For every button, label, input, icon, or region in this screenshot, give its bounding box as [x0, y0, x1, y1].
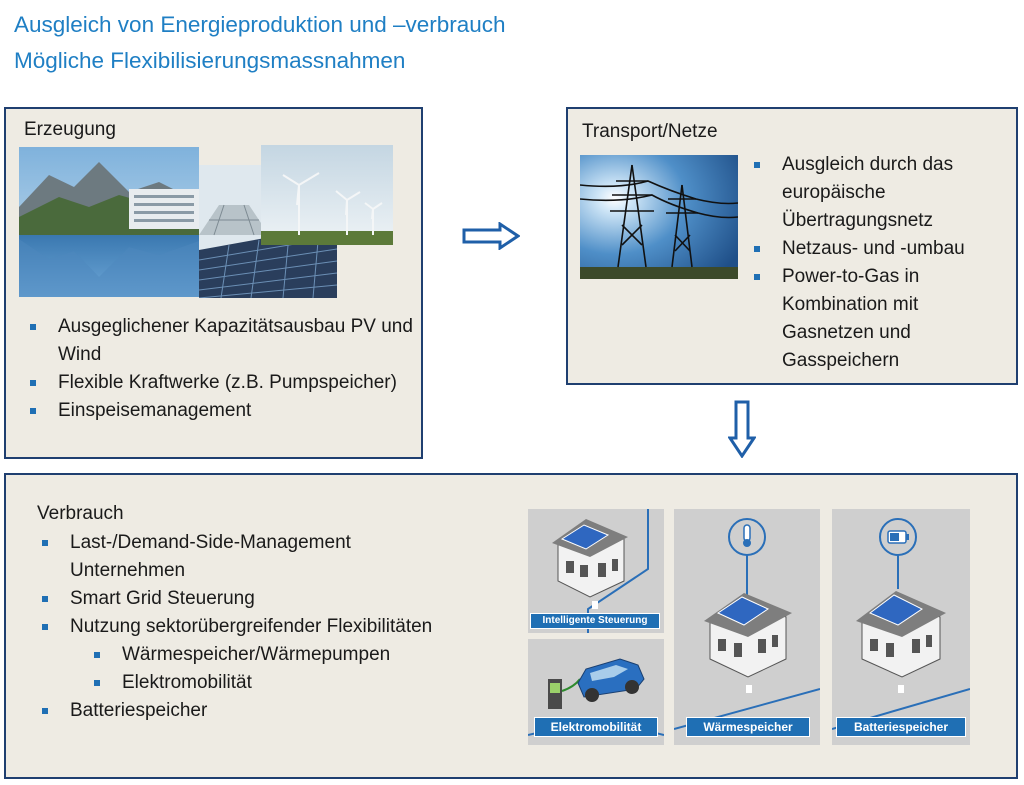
- tile-label: Wärmespeicher: [686, 717, 810, 737]
- transport-heading: Transport/Netze: [582, 121, 718, 142]
- smart-control-tile: Intelligente Steuerung: [528, 509, 664, 633]
- list-item: Netzaus- und -umbau: [748, 235, 1014, 263]
- list-item: Smart Grid Steuerung: [36, 585, 516, 613]
- verbrauch-panel: Verbrauch Last-/Demand-Side-Management U…: [4, 473, 1018, 779]
- list-item: Batteriespeicher: [36, 697, 516, 725]
- wind-turbine-photo: [261, 145, 393, 245]
- list-item: Einspeisemanagement: [24, 397, 419, 425]
- title-line-2: Mögliche Flexibilisierungsmassnahmen: [14, 48, 406, 73]
- list-item: Flexible Kraftwerke (z.B. Pumpspeicher): [24, 369, 419, 397]
- hydro-power-photo: [19, 147, 199, 297]
- thermometer-icon: [743, 524, 751, 547]
- transport-list: Ausgleich durch das europäische Übertrag…: [748, 151, 1014, 375]
- verbrauch-heading: Verbrauch: [37, 503, 124, 524]
- list-item: Ausgeglichener Kapazitätsausbau PV und W…: [24, 313, 419, 369]
- verbrauch-list: Last-/Demand-Side-Management Unternehmen…: [36, 529, 516, 725]
- power-line-photo: [580, 155, 738, 279]
- battery-storage-tile: Batteriespeicher: [832, 509, 970, 745]
- tile-label: Intelligente Steuerung: [530, 613, 660, 629]
- heat-storage-tile: Wärmespeicher: [674, 509, 820, 745]
- e-mobility-tile: Elektromobilität: [528, 639, 664, 745]
- list-item: Last-/Demand-Side-Management Unternehmen: [36, 529, 450, 585]
- tile-label: Elektromobilität: [534, 717, 658, 737]
- erzeugung-heading: Erzeugung: [24, 119, 116, 140]
- down-arrow-icon: [728, 400, 756, 458]
- list-item-sub: Wärmespeicher/Wärmepumpen: [36, 641, 516, 669]
- transport-panel: Transport/Netze Ausgleich durch das euro…: [566, 107, 1018, 385]
- battery-icon: [887, 530, 909, 544]
- list-item: Nutzung sektorübergreifender Flexibilitä…: [36, 613, 450, 641]
- erzeugung-list: Ausgeglichener Kapazitätsausbau PV und W…: [24, 313, 419, 425]
- tile-label: Batteriespeicher: [836, 717, 966, 737]
- page-subtitle: Mögliche Flexibilisierungsmassnahmen: [14, 46, 405, 76]
- right-arrow-icon: [462, 222, 520, 250]
- erzeugung-panel: Erzeugung: [4, 107, 423, 459]
- title-line-1: Ausgleich von Energieproduktion und –ver…: [14, 12, 506, 37]
- list-item-sub: Elektromobilität: [36, 669, 516, 697]
- page-title: Ausgleich von Energieproduktion und –ver…: [14, 10, 506, 40]
- list-item: Ausgleich durch das europäische Übertrag…: [748, 151, 1014, 235]
- list-item: Power-to-Gas in Kombination mit Gasnetze…: [748, 263, 1014, 375]
